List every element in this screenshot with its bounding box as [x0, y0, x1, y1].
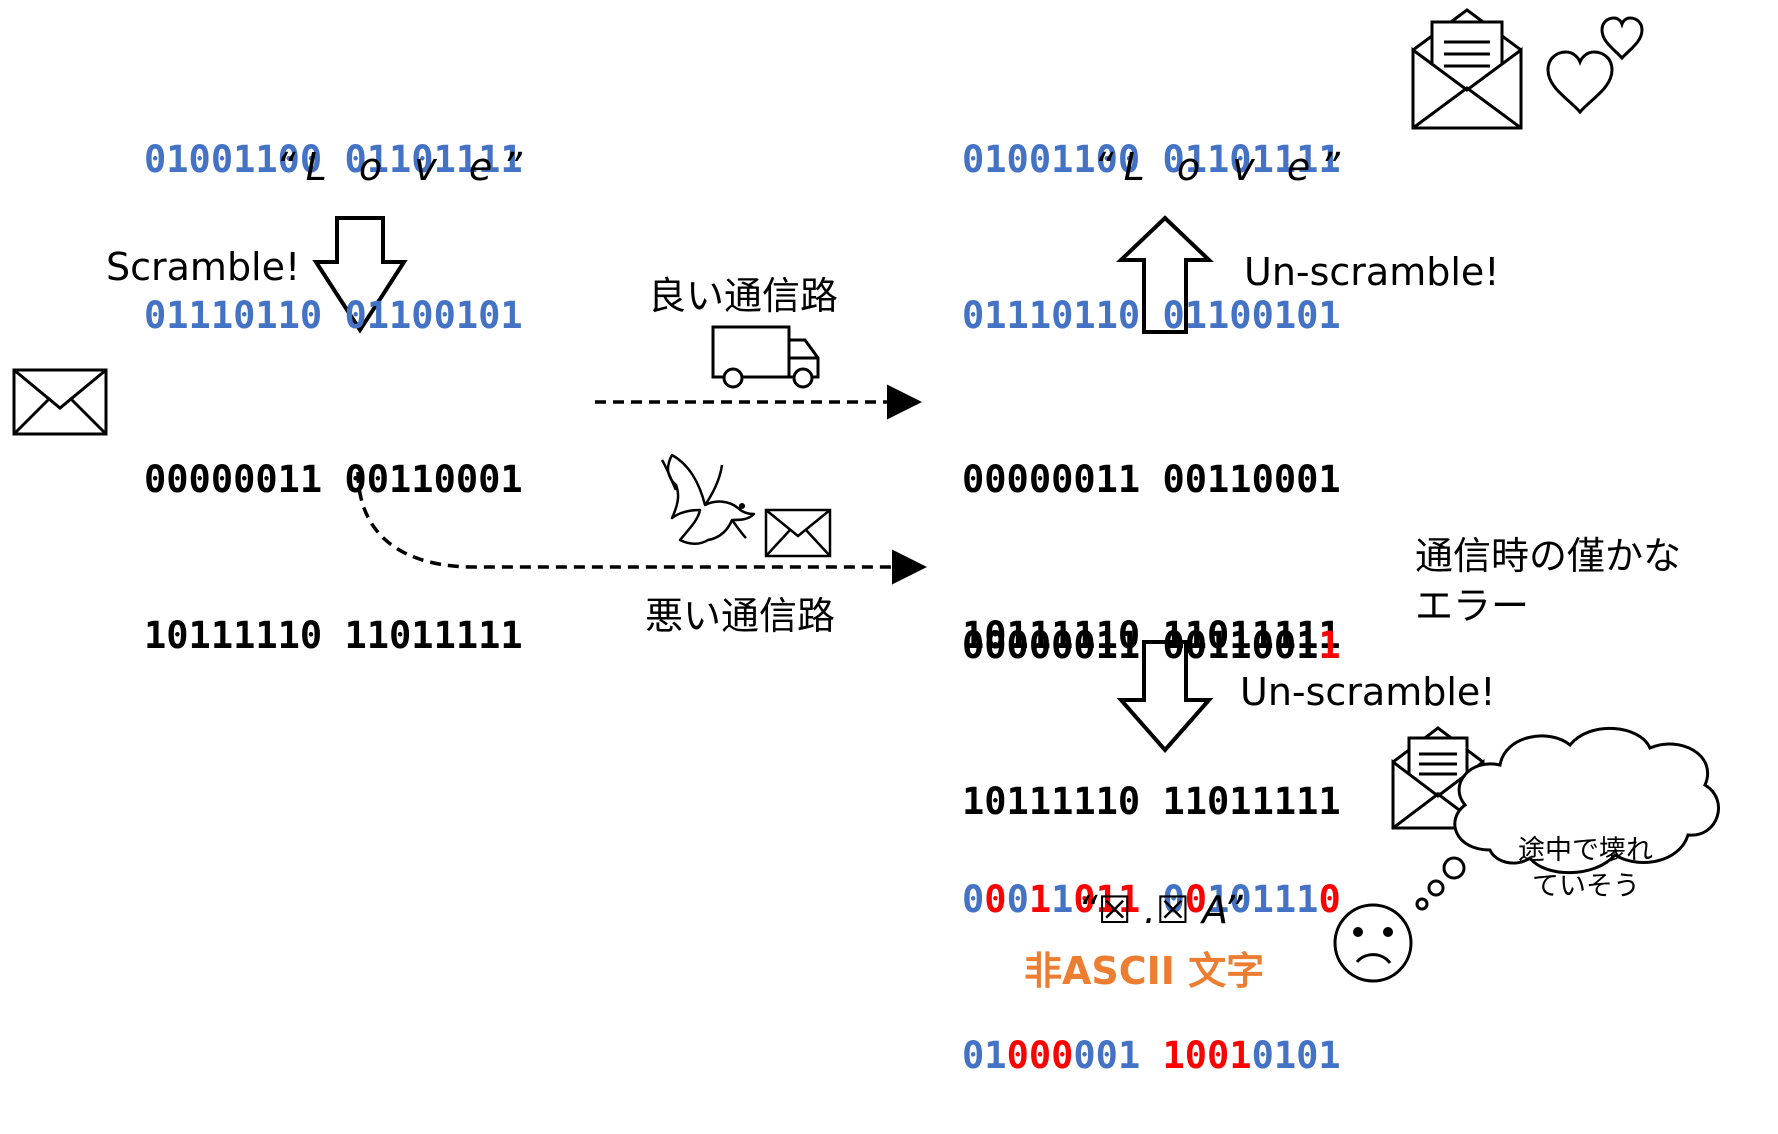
scrambled-binary-row1: 00000011 00110001	[144, 458, 523, 501]
scrambled-binary-row2: 10111110 11011111	[144, 614, 523, 657]
received-good-binary: 00000011 00110001 10111110 11011111	[962, 350, 1341, 714]
received-good-row2: 10111110 11011111	[962, 614, 1341, 657]
original-binary: 01001100 01101111 01110110 01100101	[144, 30, 523, 394]
original-binary-row1: 01001100 01101111	[144, 138, 523, 181]
bad-channel-label: 悪い通信路	[645, 594, 836, 638]
binary-segment: 0	[984, 878, 1007, 921]
binary-segment: 1	[1051, 878, 1074, 921]
unscramble-up-arrow	[1116, 215, 1214, 334]
binary-segment: 0	[1162, 878, 1185, 921]
dove-icon	[660, 453, 756, 545]
garbled-text: “☒ .☒ A”	[1078, 888, 1243, 932]
binary-segment: 001	[1073, 1034, 1163, 1077]
decoded-good-binary: 01001100 01101111 01110110 01100101	[962, 30, 1341, 394]
binary-segment: 1001	[1162, 1034, 1252, 1077]
decoded-bad-row1: 00011011 00101110	[962, 874, 1341, 926]
thought-bubble-line1: 途中で壊れ	[1518, 835, 1653, 866]
dove-letter-icon	[764, 508, 832, 558]
decoded-bad-row2: 01000001 10010101	[962, 1030, 1341, 1082]
binary-segment: 0101	[1251, 1034, 1341, 1077]
scrambled-binary: 00000011 00110001 10111110 11011111	[144, 350, 523, 714]
good-channel-label: 良い通信路	[648, 274, 839, 318]
received-bad-row1: 00000011 00110011	[962, 620, 1341, 672]
binary-segment: 0	[1318, 878, 1341, 921]
bad-channel-arrow	[356, 471, 927, 585]
binary-segment: 011	[1073, 878, 1163, 921]
thought-bubble-line2: ていそう	[1532, 871, 1640, 902]
received-bad-binary: 00000011 00110011 10111110 11011111	[962, 516, 1341, 880]
decoded-good-row1: 01001100 01101111	[962, 138, 1341, 181]
binary-segment: 00000011 0011001	[962, 624, 1319, 667]
error-note-line2: エラー	[1415, 584, 1530, 628]
binary-segment: 1	[1028, 878, 1052, 921]
decoded-good-row2: 01110110 01100101	[962, 294, 1341, 337]
binary-segment: 0	[1184, 878, 1208, 921]
open-letter-icon	[1411, 8, 1523, 130]
unscramble-down-label: Un-scramble!	[1240, 670, 1496, 714]
original-binary-row2: 01110110 01100101	[144, 294, 523, 337]
binary-segment: 0	[962, 878, 985, 921]
error-note-line1: 通信時の僅かな	[1415, 534, 1682, 578]
binary-segment: 000	[1006, 1034, 1074, 1077]
sad-face-icon	[1333, 903, 1413, 983]
decoded-good-word: “L o v e”	[1094, 145, 1350, 189]
non-ascii-label: 非ASCII 文字	[1024, 949, 1265, 993]
received-bad-row2: 10111110 11011111	[962, 780, 1341, 823]
binary-segment: 0	[1006, 878, 1029, 921]
truck-icon	[711, 325, 820, 389]
binary-segment: 01	[962, 1034, 1007, 1077]
scramble-arrow	[312, 216, 408, 334]
hearts-icon	[1546, 16, 1644, 115]
diagram-canvas	[12, 8, 1720, 983]
binary-segment: 1	[1318, 624, 1341, 667]
unscramble-up-label: Un-scramble!	[1244, 250, 1500, 294]
binary-segment: 10111	[1207, 878, 1319, 921]
scramble-label: Scramble!	[106, 245, 301, 289]
original-word: “L o v e”	[276, 145, 532, 189]
envelope-icon	[12, 368, 108, 436]
unscramble-down-arrow	[1116, 640, 1214, 754]
received-good-row1: 00000011 00110001	[962, 458, 1341, 501]
thought-bubble-icon	[1415, 726, 1720, 911]
